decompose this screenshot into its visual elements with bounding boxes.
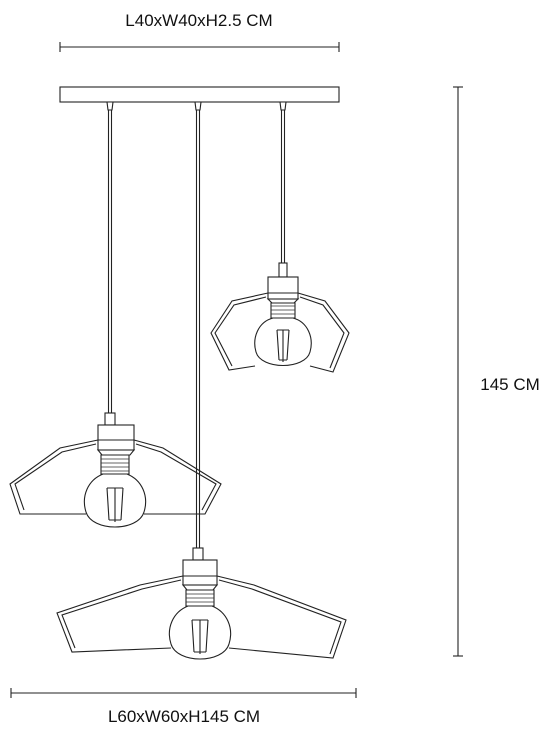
height-dimension-label: 145 CM	[480, 375, 540, 394]
ceiling-canopy	[59, 86, 340, 103]
top-dimension-label: L40xW40xH2.5 CM	[125, 11, 272, 30]
top-dimension-line	[59, 42, 340, 52]
medium-pendant	[9, 412, 222, 528]
bottom-dimension-line	[10, 688, 357, 698]
cord-grips	[106, 101, 287, 111]
height-dimension-line	[453, 86, 463, 657]
bottom-dimension-label: L60xW60xH145 CM	[108, 707, 260, 726]
large-pendant	[56, 547, 347, 660]
small-pendant	[210, 262, 350, 373]
